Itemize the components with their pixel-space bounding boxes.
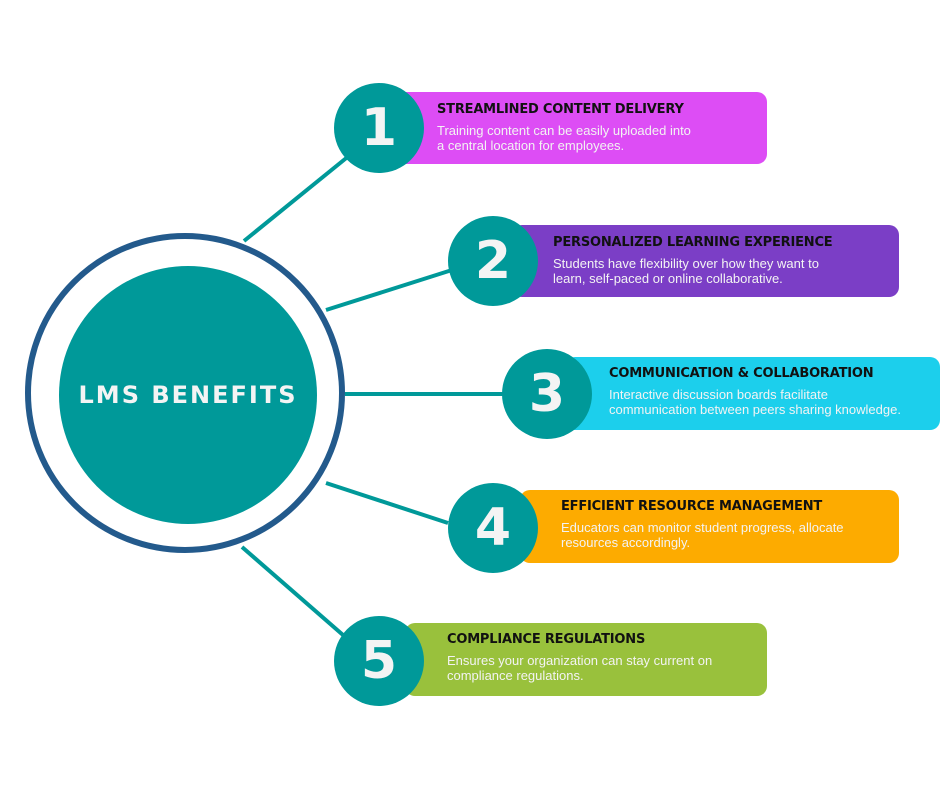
- number-badge-1: 1: [334, 83, 424, 173]
- benefit-desc-3-line2: communication between peers sharing know…: [609, 402, 901, 417]
- benefit-desc-2-line1: Students have flexibility over how they …: [553, 256, 819, 271]
- benefit-title-1: STREAMLINED CONTENT DELIVERY: [437, 102, 684, 117]
- benefit-title-2: PERSONALIZED LEARNING EXPERIENCE: [553, 235, 833, 250]
- number-5: 5: [360, 631, 398, 691]
- connector-4: [325, 481, 449, 525]
- benefit-card-2: PERSONALIZED LEARNING EXPERIENCE Student…: [512, 225, 899, 297]
- number-3: 3: [528, 364, 566, 424]
- benefit-desc-2-line2: learn, self-paced or online collaborativ…: [553, 271, 783, 286]
- benefit-card-5: COMPLIANCE REGULATIONS Ensures your orga…: [405, 623, 767, 696]
- benefit-desc-5-line2: compliance regulations.: [447, 668, 584, 683]
- benefit-card-1: STREAMLINED CONTENT DELIVERY Training co…: [395, 92, 767, 164]
- benefit-title-5: COMPLIANCE REGULATIONS: [447, 632, 646, 647]
- benefit-desc-4-line2: resources accordingly.: [561, 535, 691, 550]
- number-4: 4: [474, 498, 512, 558]
- benefit-title-3: COMMUNICATION & COLLABORATION: [609, 366, 874, 381]
- benefit-title-4: EFFICIENT RESOURCE MANAGEMENT: [561, 499, 823, 514]
- connector-2: [325, 268, 453, 312]
- center-title: LMS BENEFITS: [78, 381, 298, 409]
- benefit-desc-1-line2: a central location for employees.: [437, 138, 625, 153]
- benefit-card-4: EFFICIENT RESOURCE MANAGEMENT Educators …: [520, 490, 899, 563]
- benefit-desc-1-line1: Training content can be easily uploaded …: [437, 123, 691, 138]
- number-badge-3: 3: [502, 349, 592, 439]
- number-2: 2: [474, 231, 512, 291]
- number-badge-2: 2: [448, 216, 538, 306]
- benefit-desc-4-line1: Educators can monitor student progress, …: [561, 520, 844, 535]
- center-circle: LMS BENEFITS: [59, 266, 317, 524]
- benefit-desc-3-line1: Interactive discussion boards facilitate: [609, 387, 828, 402]
- number-badge-4: 4: [448, 483, 538, 573]
- benefit-card-3: COMMUNICATION & COLLABORATION Interactiv…: [565, 357, 940, 430]
- number-1: 1: [360, 98, 398, 158]
- number-badge-5: 5: [334, 616, 424, 706]
- benefit-desc-5-line1: Ensures your organization can stay curre…: [447, 653, 713, 668]
- connector-1: [242, 153, 352, 243]
- connector-5: [240, 545, 345, 637]
